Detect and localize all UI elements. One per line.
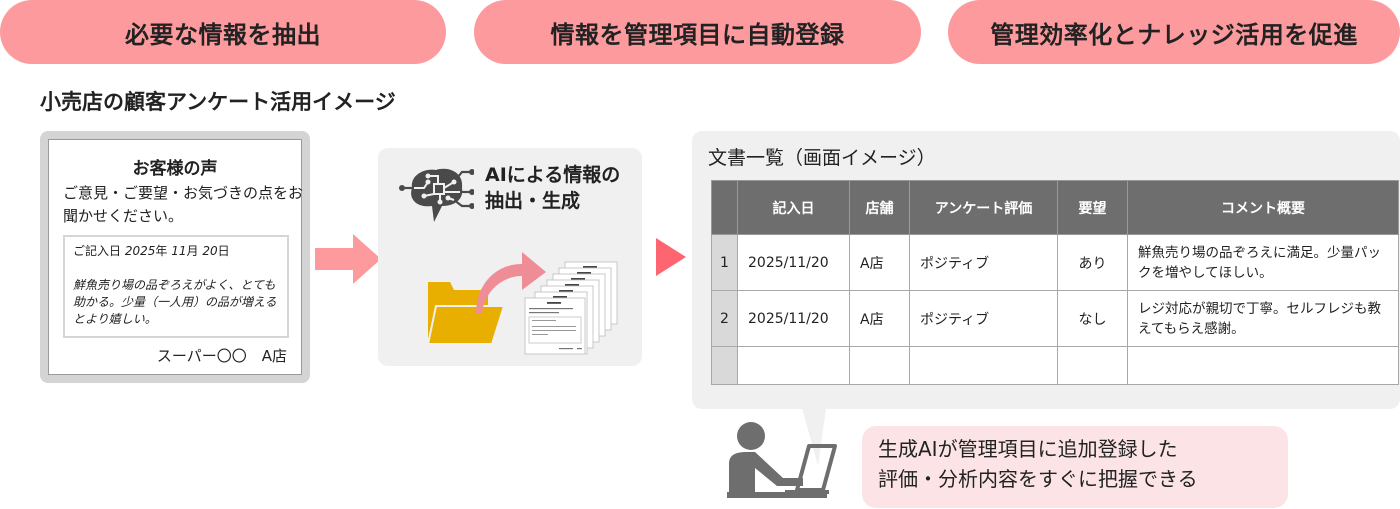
table-row[interactable]: 1 2025/11/20 A店 ポジティブ あり 鮮魚売り場の品ぞろえに満足。少…: [711, 234, 1399, 291]
column-header-rating[interactable]: アンケート評価: [909, 180, 1058, 235]
cell-empty[interactable]: [909, 346, 1058, 385]
step-label: 管理効率化とナレッジ活用を促進: [990, 20, 1358, 49]
callout-line1: 生成AIが管理項目に追加登録した: [878, 437, 1178, 461]
cell-empty[interactable]: [737, 346, 850, 385]
right-arrow-icon: [315, 234, 381, 284]
cell-rating[interactable]: ポジティブ: [909, 234, 1058, 291]
survey-date: ご記入日 2025年 11月 20日: [73, 243, 279, 260]
row-number: 1: [711, 234, 738, 291]
survey-lead: ご意見・ご要望・お気づきの点をお聞かせください。: [63, 184, 304, 225]
column-header-comment[interactable]: コメント概要: [1127, 180, 1399, 235]
cell-request[interactable]: なし: [1057, 290, 1128, 347]
curved-arrow-icon: [476, 252, 546, 314]
cell-request[interactable]: あり: [1057, 234, 1128, 291]
survey-entry-box: ご記入日 2025年 11月 20日 鮮魚売り場の品ぞろえがよく、とても助かる。…: [63, 235, 289, 338]
column-header-date[interactable]: 記入日: [737, 180, 850, 235]
column-header-request[interactable]: 要望: [1057, 180, 1128, 235]
cell-rating[interactable]: ポジティブ: [909, 290, 1058, 347]
survey-title: お客様の声: [132, 159, 218, 179]
survey-store: スーパー〇〇 A店: [156, 347, 287, 365]
survey-comment: 鮮魚売り場の品ぞろえがよく、とても助かる。少量（一人用）の品が増えるとより嬉しい…: [73, 278, 277, 326]
window-pointer: [802, 408, 826, 466]
ai-panel-title: AIによる情報の 抽出・生成: [485, 162, 620, 214]
date-label: ご記入日: [73, 244, 122, 258]
survey-sheet: お客様の声 ご意見・ご要望・お気づきの点をお聞かせください。 ご記入日 2025…: [48, 139, 304, 375]
date-day-unit: 日: [217, 244, 230, 258]
date-month: 11: [171, 244, 187, 258]
section-title: 小売店の顧客アンケート活用イメージ: [40, 90, 396, 114]
cell-empty[interactable]: [849, 346, 910, 385]
table-row-empty[interactable]: [711, 346, 1399, 385]
document-table: 記入日 店舗 アンケート評価 要望 コメント概要 1 2025/11/20 A店…: [711, 180, 1399, 385]
survey-card: お客様の声 ご意見・ご要望・お気づきの点をお聞かせください。 ご記入日 2025…: [40, 131, 310, 383]
cell-comment[interactable]: 鮮魚売り場の品ぞろえに満足。少量パックを増やしてほしい。: [1127, 234, 1399, 291]
document-list-window: 文書一覧（画面イメージ） 記入日 店舗 アンケート評価 要望 コメント概要 1 …: [692, 131, 1400, 409]
cell-comment[interactable]: レジ対応が親切で丁寧。セルフレジも教えてもらえ感謝。: [1127, 290, 1399, 347]
document-list-title: 文書一覧（画面イメージ）: [708, 147, 936, 169]
cell-store[interactable]: A店: [849, 234, 910, 291]
row-number: 2: [711, 290, 738, 347]
cell-empty[interactable]: [1127, 346, 1399, 385]
date-month-unit: 月: [186, 244, 199, 258]
column-header-rownum: [711, 180, 738, 235]
table-row[interactable]: 2 2025/11/20 A店 ポジティブ なし レジ対応が親切で丁寧。セルフレ…: [711, 290, 1399, 347]
row-number: [711, 346, 738, 385]
cell-empty[interactable]: [1057, 346, 1128, 385]
document-stack-icon: [524, 261, 618, 355]
callout-line2: 評価・分析内容をすぐに把握できる: [878, 467, 1198, 491]
ai-title-line1: AIによる情報の: [485, 164, 621, 186]
step-label: 情報を管理項目に自動登録: [550, 20, 845, 49]
ai-title-line2: 抽出・生成: [485, 190, 581, 212]
step-pill-extract: 必要な情報を抽出: [0, 0, 446, 64]
date-year: 2025: [124, 244, 156, 258]
cell-store[interactable]: A店: [849, 290, 910, 347]
benefit-callout: 生成AIが管理項目に追加登録した 評価・分析内容をすぐに把握できる: [862, 426, 1288, 508]
column-header-store[interactable]: 店舗: [849, 180, 910, 235]
brain-circuit-icon: [399, 168, 474, 222]
cell-date[interactable]: 2025/11/20: [737, 290, 850, 347]
folder-icon: [426, 282, 506, 345]
cell-date[interactable]: 2025/11/20: [737, 234, 850, 291]
date-year-unit: 年: [155, 244, 168, 258]
table-header-row: 記入日 店舗 アンケート評価 要望 コメント概要: [711, 180, 1399, 235]
person-laptop-icon: [727, 422, 837, 498]
step-label: 必要な情報を抽出: [125, 20, 321, 49]
step-pill-knowledge: 管理効率化とナレッジ活用を促進: [948, 0, 1400, 64]
triangle-arrow-icon: [656, 238, 686, 276]
date-day: 20: [202, 244, 218, 258]
step-pill-register: 情報を管理項目に自動登録: [474, 0, 921, 64]
ai-process-panel: AIによる情報の 抽出・生成: [378, 148, 642, 366]
